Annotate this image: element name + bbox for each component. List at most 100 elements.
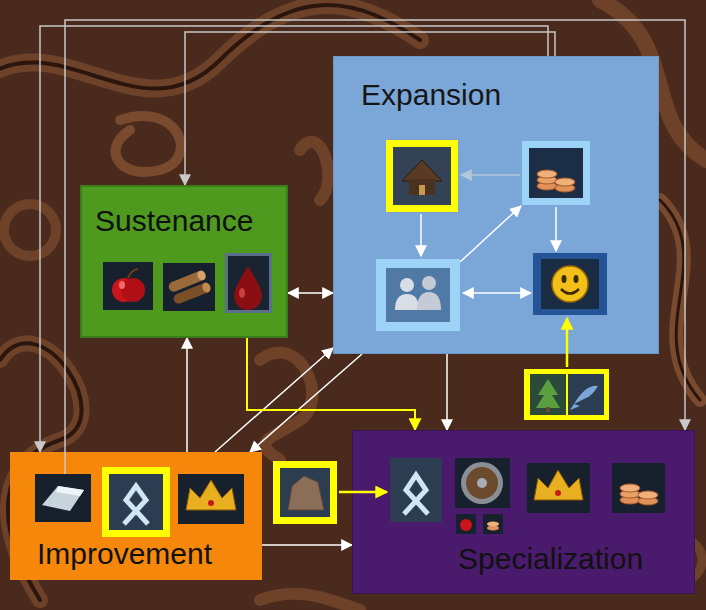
lore-icon [124,486,148,524]
population-icon [376,259,460,331]
expansion-box: Expansion [333,56,659,354]
military-icon [455,458,510,508]
krowns-icon [483,514,503,534]
fame-icon [208,500,214,506]
food-icon [128,269,138,278]
krowns-icon [612,463,665,513]
connector-arrow [215,348,333,452]
krowns-icon [537,176,557,184]
food-icon [112,278,136,302]
connector-arrow [262,544,352,546]
population-icon [395,294,419,310]
fame-icon [186,480,236,510]
fame-icon [178,474,244,524]
fame-icon [555,490,561,496]
blood-icon [225,253,272,313]
house-icon [419,185,425,195]
fame-icon [527,463,590,513]
blood-icon [228,256,269,310]
wood-icon [163,263,215,311]
forest-fish-icon [536,379,560,408]
military-icon [455,458,510,508]
forest-fish-icon [530,374,566,415]
population-icon [400,278,414,292]
icon-arrow [420,214,422,256]
happiness-icon [533,253,607,315]
silver-icon [35,474,91,522]
krowns-icon [537,182,557,190]
krowns-icon [638,491,658,499]
fame-icon [527,463,590,513]
icon-arrow [460,206,521,262]
connector-arrow [65,20,685,452]
food-icon [456,514,476,534]
happiness-icon [574,275,579,283]
house-icon [402,160,442,181]
lore-icon [390,458,442,522]
krowns-icon [487,522,499,527]
ornament-swirls [4,204,56,256]
population-icon [422,276,436,290]
krowns-icon [537,170,557,178]
icon-arrow [64,452,66,474]
happiness-icon [562,275,567,283]
forest-fish-icon [546,407,550,412]
food-icon [103,262,153,310]
food-icon [103,262,153,310]
krowns-icon [555,178,575,186]
house-icon [386,140,458,212]
connector-arrow [186,338,188,452]
connector-arrow [250,354,362,452]
wood-icon [163,263,215,311]
silver-icon [42,486,84,511]
icon-arrow [339,491,387,494]
forest-fish-icon [570,404,580,410]
food-icon [119,281,125,289]
forest-fish-icon [568,374,604,415]
icon-arrow [566,318,569,367]
lore-icon [102,467,170,537]
specialization-box: Specialization [352,430,695,594]
wood-icon [167,270,206,294]
ornament-swirls [660,200,700,400]
stone-icon [273,461,337,524]
krowns-icon [612,463,665,513]
krowns-icon [620,484,640,492]
wood-icon [172,282,211,306]
krowns-icon [522,141,590,205]
food-icon [121,278,145,302]
wood-icon [201,281,212,293]
military-icon [461,462,503,504]
house-icon [409,179,435,195]
krowns-icon [522,141,590,205]
house-icon [386,140,458,212]
krowns-icon [555,184,575,192]
connector-arrow [446,354,448,430]
military-icon [466,467,498,499]
fame-icon [178,474,244,524]
wood-icon [167,269,212,305]
happiness-icon [552,266,588,302]
ornament-swirls [116,116,181,172]
icon-arrow [555,207,557,251]
blood-icon [239,288,245,298]
lore-icon [390,458,442,522]
population-icon [386,268,450,322]
population-icon [417,292,441,310]
connector-arrow [288,292,333,294]
forest-fish-icon [524,369,609,420]
happiness-icon [561,289,579,294]
stone-icon [288,476,324,510]
stone-icon [273,461,337,524]
krowns-icon [483,514,503,534]
box-title: Improvement [37,537,212,572]
house-icon [393,147,451,205]
silver-icon [56,486,84,496]
box-title: Expansion [361,78,501,113]
icon-arrow [65,175,556,474]
lore-icon [102,467,170,537]
krowns-icon [529,148,583,198]
sustenance-box: Sustenance [80,185,288,338]
blood-icon [225,253,272,313]
